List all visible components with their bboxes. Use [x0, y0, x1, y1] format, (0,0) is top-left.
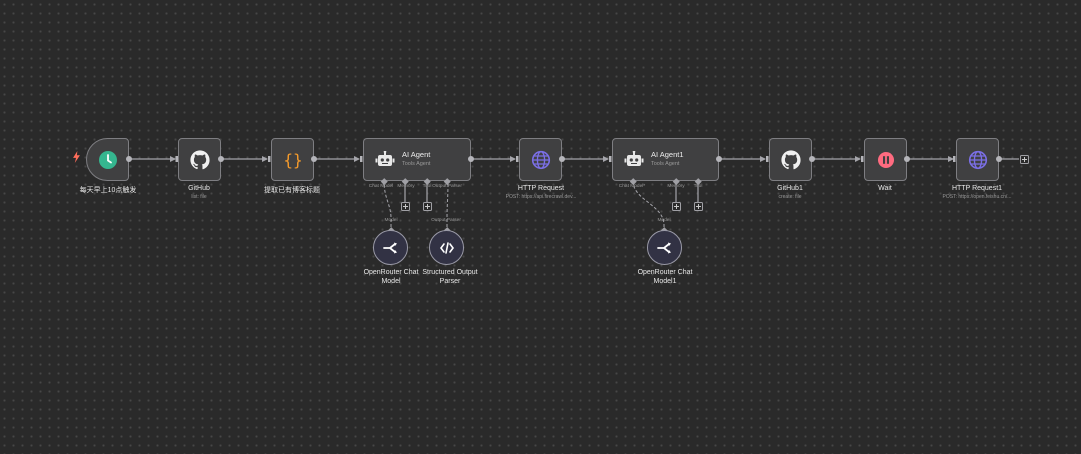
add-memory-button[interactable] — [401, 202, 410, 211]
code-icon — [439, 241, 454, 254]
port-output-parser: Output Parser — [432, 184, 462, 189]
node-github[interactable] — [178, 138, 221, 181]
plus-icon — [425, 204, 430, 209]
edge-label-model: Model — [657, 218, 671, 223]
node-openrouter1-title: OpenRouter Chat Model1 — [637, 269, 693, 285]
port-chat-model: Chat Model — [368, 184, 394, 189]
node-parser-title: Structured Output Parser — [422, 269, 478, 285]
node-github1-subtitle: create: file — [778, 194, 802, 200]
node-http1-title: HTTP Request1 — [951, 185, 1003, 192]
agent-subtitle: Tools Agent — [402, 161, 431, 167]
braces-icon: {} — [272, 139, 313, 180]
node-structured-output-parser[interactable] — [429, 230, 464, 265]
node-openrouter-chat-model[interactable] — [373, 230, 408, 265]
robot-icon — [374, 149, 396, 171]
node-schedule-trigger[interactable] — [86, 138, 129, 181]
openrouter-icon — [382, 242, 397, 253]
svg-text:{}: {} — [283, 150, 302, 169]
github-icon — [770, 139, 811, 180]
github-icon — [179, 139, 220, 180]
node-http-subtitle: POST: https://api.firecrawl.dev... — [505, 194, 577, 200]
edge-label-output-parser: Output Parser — [431, 218, 461, 223]
add-memory-button[interactable] — [672, 202, 681, 211]
plus-icon — [674, 204, 679, 209]
plus-icon — [1022, 156, 1027, 162]
add-tool-button[interactable] — [694, 202, 703, 211]
agent-title: AI Agent — [402, 150, 431, 159]
node-github-title: GitHub — [188, 185, 210, 192]
node-http-title: HTTP Request — [517, 185, 565, 192]
add-node-button[interactable] — [1020, 154, 1029, 164]
node-openrouter-title: OpenRouter Chat Model — [363, 269, 419, 285]
pause-icon — [865, 139, 906, 180]
agent1-title: AI Agent1 — [651, 150, 684, 159]
node-http-request[interactable] — [519, 138, 562, 181]
port-chat-model: Chat Model* — [618, 184, 646, 189]
agent1-subtitle: Tools Agent — [651, 161, 680, 167]
node-wait-title: Wait — [878, 185, 892, 192]
node-ai-agent[interactable]: AI Agent Tools Agent — [363, 138, 471, 181]
port-memory: Memory — [667, 184, 685, 189]
globe-icon — [520, 139, 561, 180]
port-tool: Tool — [422, 184, 432, 189]
plus-icon — [696, 204, 701, 209]
plus-icon — [403, 204, 408, 209]
node-openrouter-chat-model1[interactable] — [647, 230, 682, 265]
add-tool-button[interactable] — [423, 202, 432, 211]
node-code[interactable]: {} — [271, 138, 314, 181]
globe-icon — [957, 139, 998, 180]
robot-icon — [623, 149, 645, 171]
node-http1-subtitle: POST: https://open.feishu.cn/... — [942, 194, 1012, 200]
node-schedule-title: 每天早上10点触发 — [79, 187, 137, 194]
node-github1[interactable] — [769, 138, 812, 181]
trigger-bolt-icon — [73, 151, 80, 163]
node-ai-agent1[interactable]: AI Agent1 Tools Agent — [612, 138, 719, 181]
node-wait[interactable] — [864, 138, 907, 181]
edge-label-model: Model — [384, 218, 398, 223]
clock-icon — [87, 139, 128, 180]
openrouter-icon — [656, 242, 671, 253]
node-github-subtitle: list: file — [191, 194, 207, 200]
port-memory: Memory — [397, 184, 415, 189]
node-code-title: 提取已有博客标题 — [264, 187, 320, 194]
node-http-request1[interactable] — [956, 138, 999, 181]
port-tool: Tool — [693, 184, 703, 189]
node-github1-title: GitHub1 — [777, 185, 803, 192]
